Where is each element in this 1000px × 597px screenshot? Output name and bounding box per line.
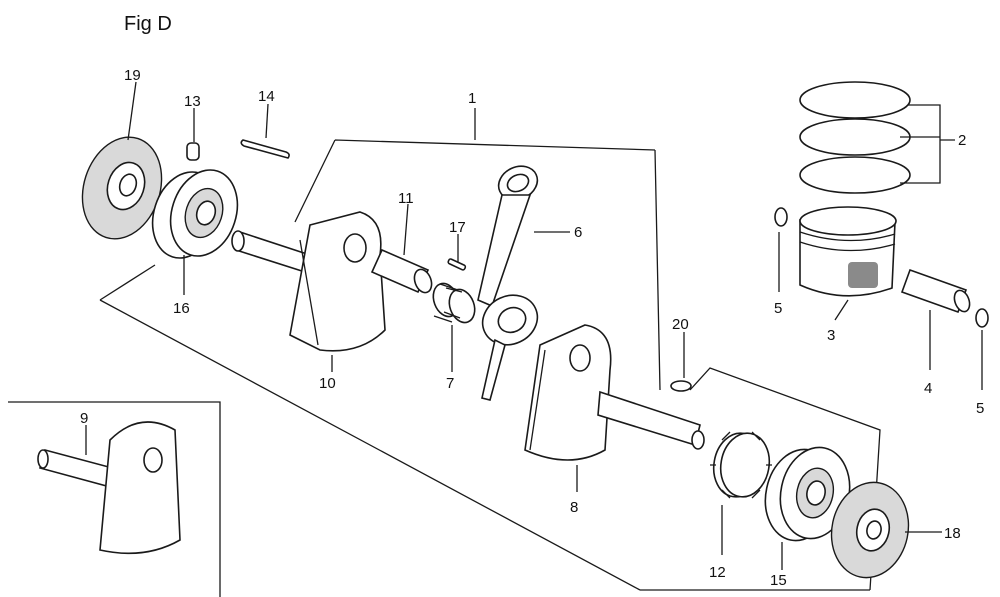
- label-1: 1: [468, 90, 476, 107]
- label-18: 18: [944, 525, 961, 542]
- label-6: 6: [574, 224, 582, 241]
- right-ball-bearing: [764, 446, 851, 542]
- label-20: 20: [672, 316, 689, 333]
- label-16: 16: [173, 300, 190, 317]
- needle-bearing: [432, 282, 476, 324]
- label-3: 3: [827, 327, 835, 344]
- crank-pin: [370, 248, 433, 294]
- woodruff-key: [240, 139, 290, 159]
- label-12: 12: [709, 564, 726, 581]
- label-2: 2: [958, 132, 966, 149]
- assembly-bracket: [99, 108, 881, 591]
- figure-title: Fig D: [124, 13, 172, 35]
- label-17: 17: [449, 219, 466, 236]
- piston: [799, 206, 897, 297]
- small-key: [447, 258, 467, 271]
- piston-pin-clip-left: [774, 207, 788, 227]
- label-4: 4: [924, 380, 932, 397]
- gear-key: [670, 380, 692, 392]
- label-19: 19: [124, 67, 141, 84]
- right-crank-half: [524, 324, 705, 461]
- label-11: 11: [398, 190, 414, 207]
- right-oil-seal: [830, 481, 910, 579]
- label-10: 10: [319, 375, 336, 392]
- piston-pin: [900, 268, 971, 314]
- label-5-right: 5: [976, 400, 984, 417]
- piston-pin-clip-right: [975, 308, 989, 328]
- inset-crank-half: [37, 421, 181, 555]
- connecting-rod: [477, 165, 539, 401]
- left-oil-seal: [81, 136, 163, 240]
- left-crank-half: [231, 211, 386, 352]
- timing-gear: [710, 431, 772, 499]
- label-14: 14: [258, 88, 275, 105]
- leader-lines: [85, 81, 983, 570]
- left-ball-bearing: [151, 169, 239, 259]
- inset-frame: [8, 401, 221, 597]
- label-13: 13: [184, 93, 201, 110]
- label-7: 7: [446, 375, 454, 392]
- piston-ring-set: [799, 81, 911, 194]
- label-9: 9: [80, 410, 88, 427]
- label-15: 15: [770, 572, 787, 589]
- dowel-pin: [186, 142, 200, 161]
- callout-labels: 1 2 3 4 5 5 6 7 8 9 10 11 12 13 14 15 16…: [80, 67, 984, 589]
- label-5-left: 5: [774, 300, 782, 317]
- label-8: 8: [570, 499, 578, 516]
